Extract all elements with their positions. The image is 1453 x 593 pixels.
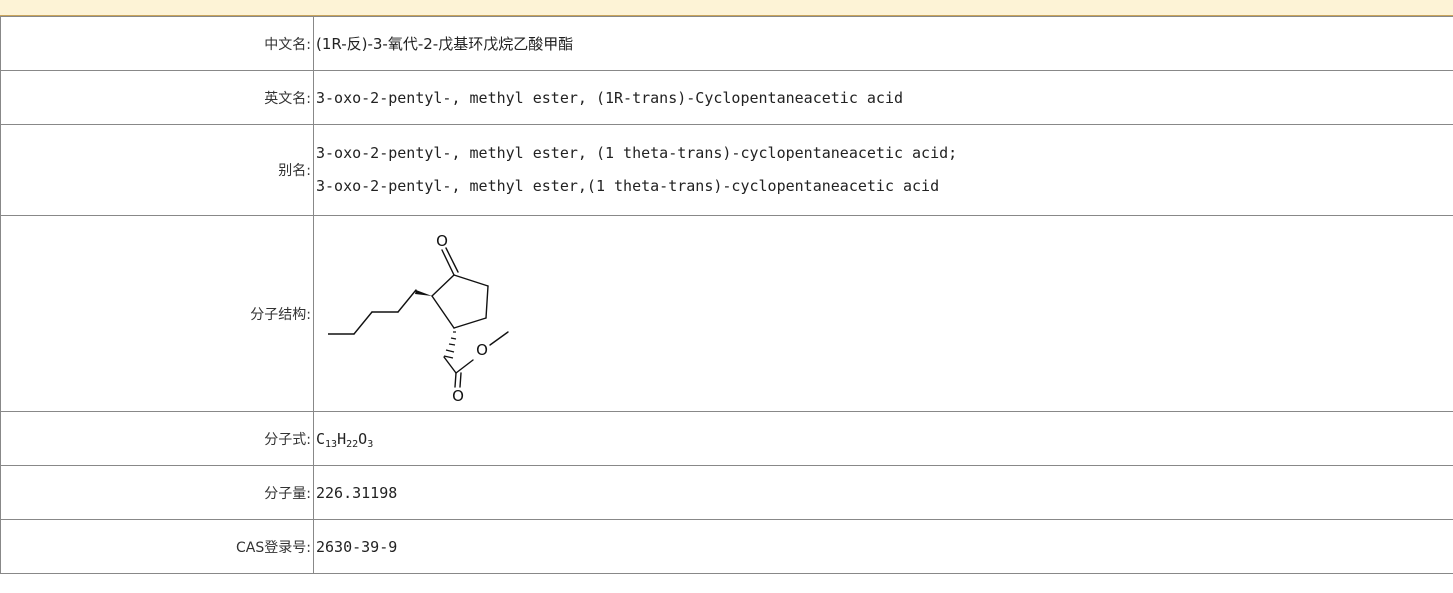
atom-label: O bbox=[452, 387, 464, 405]
atom-label: O bbox=[436, 232, 448, 250]
molecular-weight-label: 分子量: bbox=[0, 465, 314, 520]
molecular-structure-image: O O O bbox=[328, 232, 509, 405]
cas-label: CAS登录号: bbox=[0, 519, 314, 574]
molecular-weight-value: 226.31198 bbox=[313, 465, 1453, 520]
chinese-name-value: (1R-反)-3-氧代-2-戊基环戊烷乙酸甲酯 bbox=[316, 35, 574, 53]
alias-label: 别名: bbox=[0, 124, 314, 216]
table-row: 分子式: C13H22O3 bbox=[0, 411, 1453, 466]
alias-value-2: 3-oxo-2-pentyl-, methyl ester,(1 theta-t… bbox=[316, 177, 940, 195]
table-header-bar bbox=[0, 0, 1453, 16]
english-name-label: 英文名: bbox=[0, 70, 314, 125]
chinese-name-label: 中文名: bbox=[0, 16, 314, 71]
english-name-value: 3-oxo-2-pentyl-, methyl ester, (1R-trans… bbox=[313, 70, 1453, 125]
alias-value-1: 3-oxo-2-pentyl-, methyl ester, (1 theta-… bbox=[316, 144, 958, 162]
table-row: 别名: 3-oxo-2-pentyl-, methyl ester, (1 th… bbox=[0, 124, 1453, 216]
cas-value: 2630-39-9 bbox=[313, 519, 1453, 574]
table-row: 中文名: (1R-反)-3-氧代-2-戊基环戊烷乙酸甲酯 bbox=[0, 16, 1453, 71]
table-row: 分子结构: bbox=[0, 215, 1453, 412]
formula-label: 分子式: bbox=[0, 411, 314, 466]
compound-info-table: 中文名: (1R-反)-3-氧代-2-戊基环戊烷乙酸甲酯 英文名: 3-oxo-… bbox=[0, 16, 1453, 574]
table-row: 英文名: 3-oxo-2-pentyl-, methyl ester, (1R-… bbox=[0, 70, 1453, 125]
table-row: CAS登录号: 2630-39-9 bbox=[0, 519, 1453, 574]
atom-label: O bbox=[476, 341, 488, 359]
molecular-formula: C13H22O3 bbox=[313, 411, 1453, 466]
structure-label: 分子结构: bbox=[0, 215, 314, 412]
table-row: 分子量: 226.31198 bbox=[0, 465, 1453, 520]
